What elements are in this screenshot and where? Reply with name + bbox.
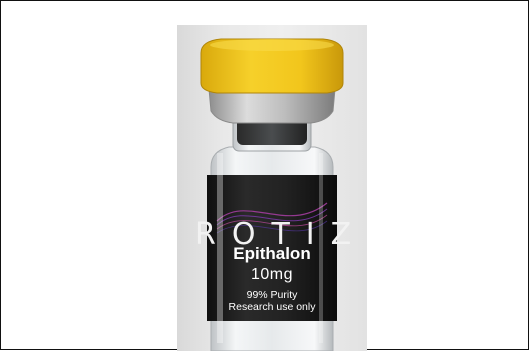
purity-text: 99% Purity	[246, 289, 298, 301]
vial-stopper	[237, 117, 307, 145]
vial-illustration	[200, 38, 344, 351]
vial-photo: ROTIZ Epithalon 10mg 99% Purity Research…	[177, 25, 367, 351]
product-name: Epithalon	[233, 244, 311, 263]
vial-label	[207, 175, 337, 321]
vial-crimp	[208, 88, 336, 124]
product-dose: 10mg	[250, 266, 294, 283]
research-disclaimer: Research use only	[228, 301, 316, 313]
brand-name: ROTIZ	[195, 217, 367, 252]
vial-cap	[200, 38, 344, 94]
